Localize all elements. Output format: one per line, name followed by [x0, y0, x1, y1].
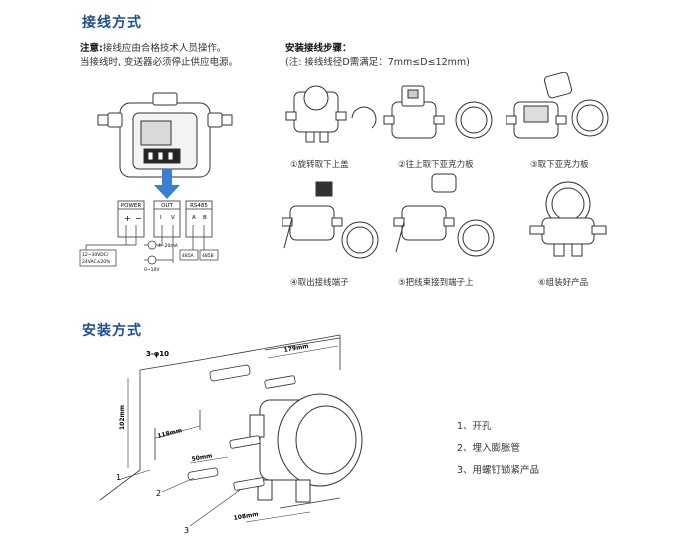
steps-header: 安装接线步骤： (注: 接线线径D需满足：7mm≤D≤12mm) — [285, 42, 470, 70]
supply-line2: 24VAC±20% — [82, 259, 111, 265]
step5-caption: ⑤把线束接到端子上 — [398, 278, 474, 288]
wiring-note: 注意:接线应由合格技术人员操作。 当接线时, 变送器必须停止供应电源。 — [80, 42, 280, 70]
step4-caption: ④取出接线端子 — [290, 278, 349, 288]
power-label: POWER — [121, 203, 142, 209]
note-line2: 当接线时, 变送器必须停止供应电源。 — [80, 57, 239, 68]
pin-i: I — [160, 215, 162, 221]
rs485-label: RS485 — [190, 203, 208, 209]
step1-caption: ①旋转取下上盖 — [290, 160, 349, 170]
step4-illustration-icon — [282, 181, 379, 259]
install-step-2: 2、埋入膨胀管 — [457, 443, 521, 454]
pin-v: V — [171, 215, 175, 221]
callout-3: 3 — [184, 526, 189, 535]
install-steps-list: 1、开孔 2、埋入膨胀管 3、用螺钉锁紧产品 — [457, 416, 539, 482]
step6-illustration-icon — [529, 181, 607, 257]
pin-b: B — [203, 215, 207, 221]
note-label: 注意: — [80, 43, 103, 54]
transmitter-side-icon — [249, 393, 363, 503]
dim-118: 118mm — [157, 427, 183, 440]
step6-caption: ⑥组装好产品 — [538, 278, 589, 288]
install-title: 安装方式 — [82, 323, 142, 339]
step2-illustration-icon — [383, 85, 493, 139]
transmitter-front-icon — [97, 92, 233, 178]
out-label: OUT — [161, 203, 173, 209]
step5-illustration-icon — [393, 173, 495, 257]
note-line1: 接线应由合格技术人员操作。 — [102, 43, 227, 54]
steps-note: (注: 接线线径D需满足：7mm≤D≤12mm) — [285, 57, 470, 68]
step3-illustration-icon — [506, 72, 609, 139]
supply-line1: 12~30VDC/ — [82, 252, 109, 258]
install-step-1: 1、开孔 — [457, 421, 492, 432]
current-label: 4~20mA — [158, 243, 179, 249]
485b-label: 485B — [202, 253, 214, 259]
wiring-diagram: POWER OUT RS485 + − I V A B 12~30VDC/ 24… — [79, 92, 233, 273]
step3-caption: ③取下亚克力板 — [530, 160, 589, 170]
down-arrow-icon — [154, 169, 180, 199]
svg-text:−: − — [135, 214, 142, 223]
dim-108: 108mm — [233, 511, 259, 522]
step1-illustration-icon — [285, 85, 377, 143]
steps-title: 安装接线步骤： — [285, 43, 352, 54]
svg-text:+: + — [124, 214, 131, 223]
install-diagram: 3-φ10 179mm 102mm 118mm 50mm 108mm 1 2 3 — [100, 334, 363, 535]
voltage-label: 0~10V — [144, 267, 160, 273]
dim-holes: 3-φ10 — [146, 350, 169, 358]
dim-102: 102mm — [119, 405, 126, 430]
dim-50: 50mm — [191, 452, 213, 463]
485a-label: 485A — [182, 253, 195, 259]
install-step-3: 3、用螺钉锁紧产品 — [457, 465, 540, 476]
step2-caption: ②往上取下亚克力板 — [398, 160, 474, 170]
callout-1: 1 — [116, 473, 121, 482]
pin-a: A — [192, 215, 196, 221]
wiring-title: 接线方式 — [82, 15, 142, 31]
dim-179: 179mm — [283, 343, 309, 354]
callout-2: 2 — [156, 489, 161, 498]
